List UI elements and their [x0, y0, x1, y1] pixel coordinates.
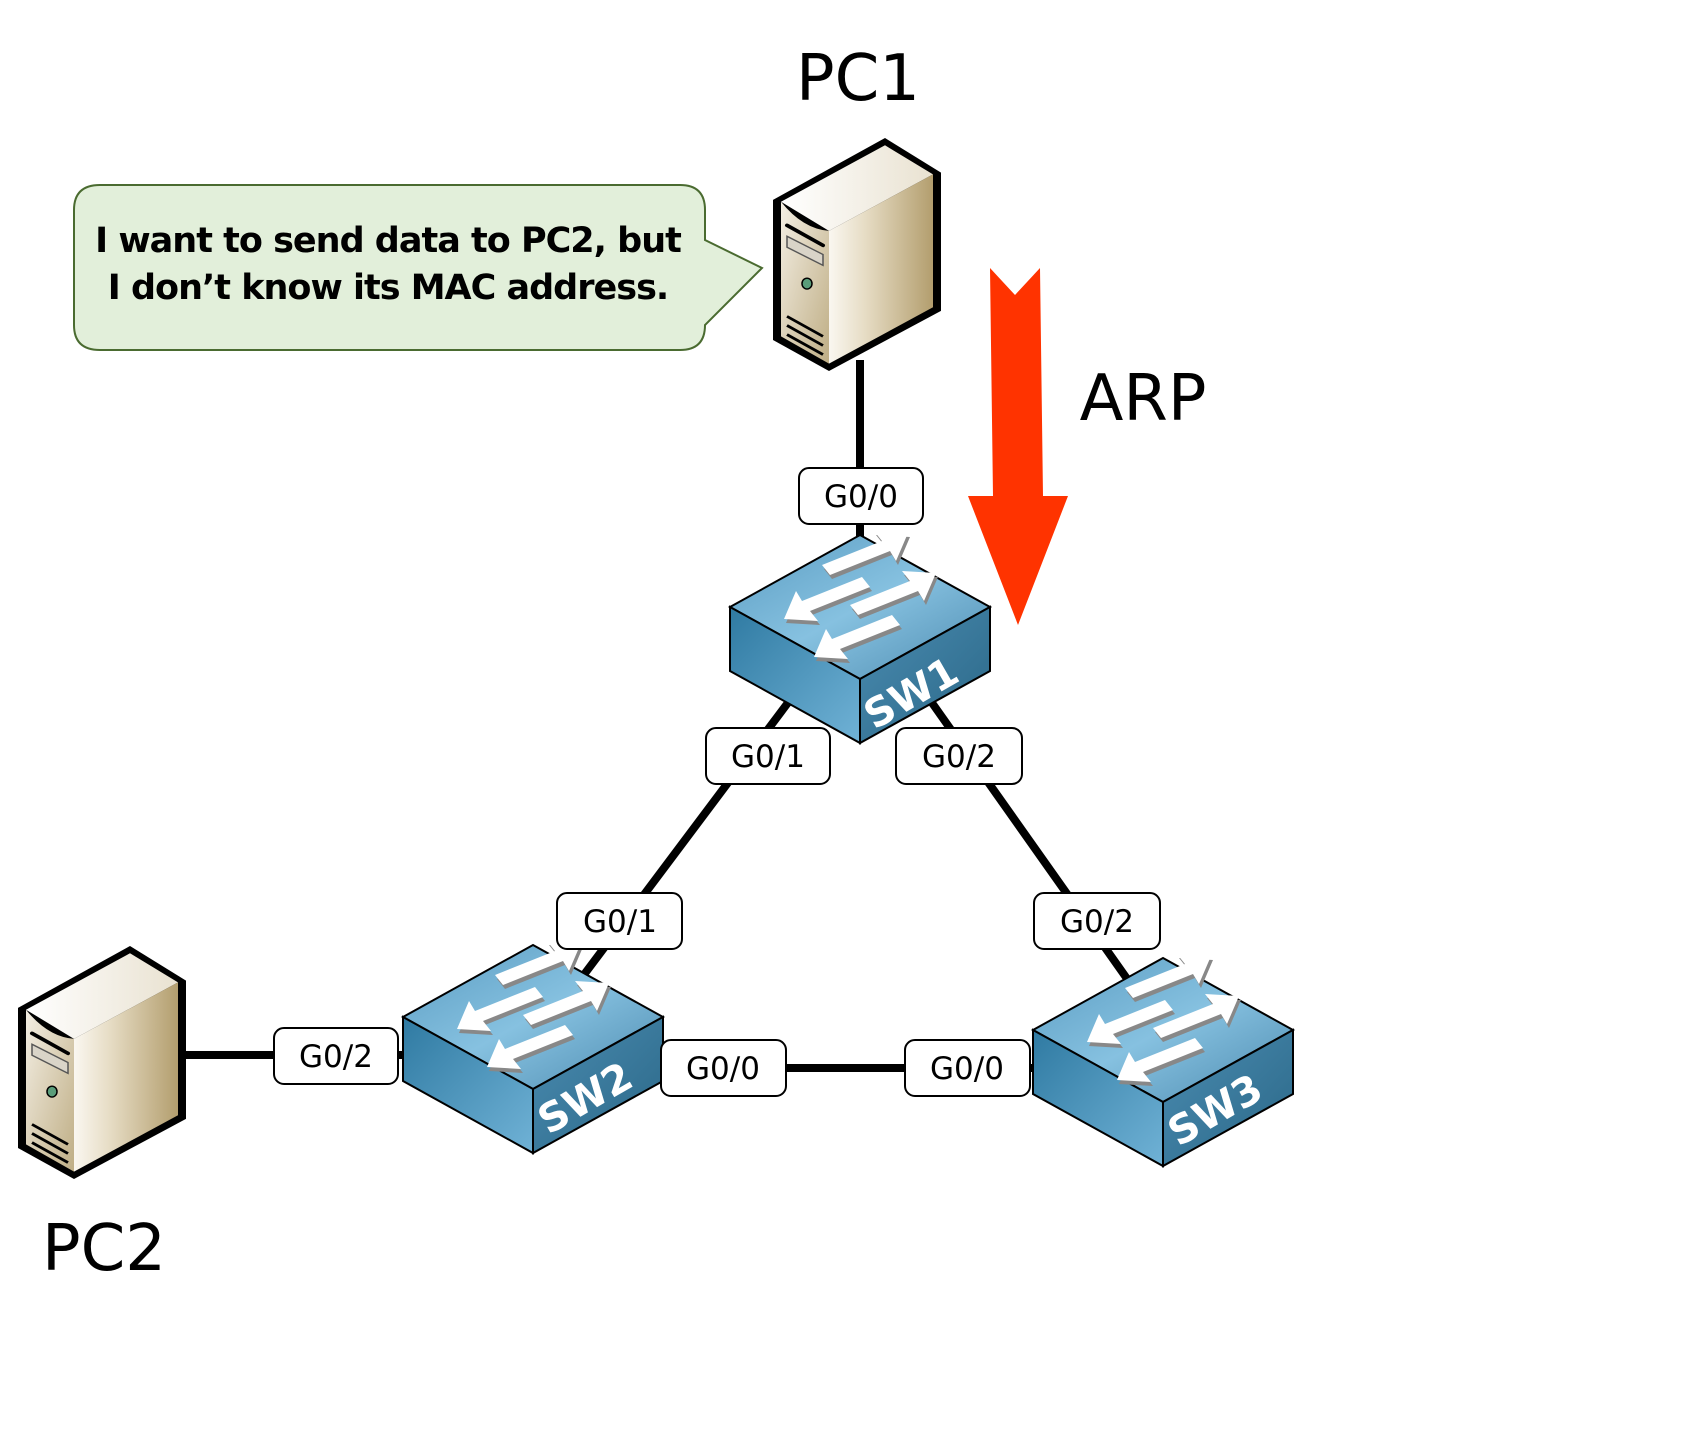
svg-text:G0/0: G0/0 [930, 1051, 1004, 1087]
pc2-icon[interactable] [16, 944, 188, 1181]
bubble-line-2: I don’t know its MAC address. [108, 268, 668, 308]
svg-text:G0/0: G0/0 [686, 1051, 760, 1087]
sw2-switch-icon[interactable]: SW2 [402, 940, 664, 1154]
port-label-sw1-g02: G0/2 [895, 727, 1023, 785]
arp-arrow [968, 268, 1068, 625]
svg-text:G0/2: G0/2 [922, 739, 996, 775]
sw3-switch-icon[interactable]: SW3 [1032, 953, 1294, 1167]
pc1-icon[interactable] [771, 136, 943, 373]
port-label-sw1-g00: G0/0 [798, 467, 924, 525]
port-label-sw2-g02: G0/2 [273, 1027, 399, 1085]
svg-text:G0/0: G0/0 [824, 479, 898, 515]
arp-label: ARP [1080, 362, 1207, 436]
svg-text:G0/2: G0/2 [1060, 904, 1134, 940]
links [180, 360, 1139, 1072]
port-label-sw3-g02: G0/2 [1033, 892, 1161, 950]
port-label-sw3-g00: G0/0 [904, 1039, 1031, 1097]
speech-bubble: I want to send data to PC2, but I don’t … [73, 184, 764, 351]
port-label-sw2-g01: G0/1 [556, 892, 683, 950]
port-label-sw1-g01: G0/1 [705, 727, 831, 785]
pc1-label: PC1 [796, 42, 920, 116]
svg-text:G0/1: G0/1 [731, 739, 805, 775]
pc2-label: PC2 [42, 1212, 166, 1286]
svg-text:G0/1: G0/1 [583, 904, 657, 940]
port-label-sw2-g00: G0/0 [660, 1039, 787, 1097]
sw1-switch-icon[interactable]: SW1 [729, 530, 991, 744]
bubble-line-1: I want to send data to PC2, but [95, 221, 681, 261]
svg-text:G0/2: G0/2 [299, 1039, 373, 1075]
